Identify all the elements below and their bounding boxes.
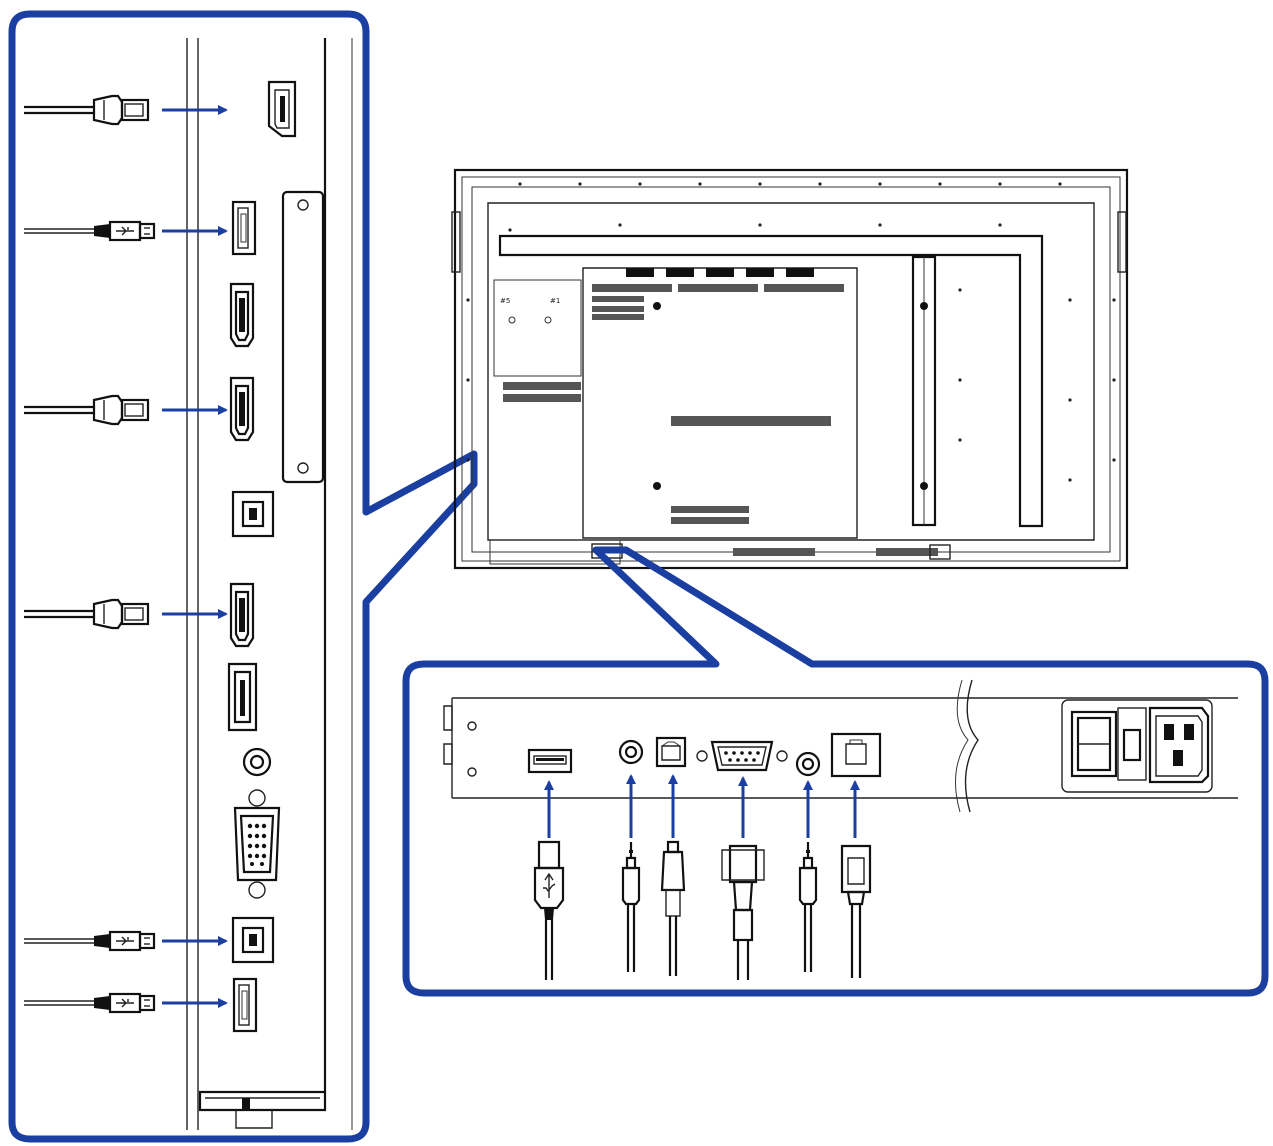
- usb-b-port-1: [231, 490, 275, 538]
- lan-cable: [840, 844, 872, 978]
- audio-jack-port-2: [795, 751, 821, 777]
- rj45-port: [830, 732, 882, 778]
- audio-cable-1: [621, 840, 641, 974]
- usb-cable-bottom: [533, 840, 565, 982]
- hdmi-port-2: [229, 282, 255, 348]
- connection-arrows-side: [162, 105, 228, 1008]
- bottom-callout-frame: [402, 546, 1269, 997]
- usb-a-port-bottom: [527, 748, 573, 774]
- audio-jack-port-1: [618, 739, 644, 765]
- displayport-port: [227, 662, 258, 732]
- optical-cable: [660, 840, 686, 976]
- ac-inlet: [1117, 706, 1210, 784]
- audio-cable-2: [798, 840, 818, 974]
- usb-b-port-2: [231, 916, 275, 964]
- usb-a-port-1: [231, 200, 257, 256]
- hdmi-port-4: [229, 582, 255, 648]
- hdmi-cable-1: [22, 94, 150, 126]
- toslink-port: [655, 736, 687, 768]
- usb-cable-3: [22, 992, 156, 1014]
- blank-slot-plate: [281, 190, 325, 484]
- connection-arrows-bottom: [544, 774, 860, 838]
- display-rear-view: #5 #1: [451, 168, 1129, 570]
- side-callout-frame: [8, 10, 478, 1143]
- hdmi-cable-2: [22, 394, 150, 426]
- power-switch: [1061, 699, 1213, 793]
- rs232-cable: [721, 844, 765, 980]
- audio-jack-port: [242, 747, 272, 777]
- hdmi-port-3: [229, 376, 255, 442]
- usb-cable-1: [22, 220, 156, 242]
- usb-a-port-2: [232, 977, 258, 1033]
- hdmi-cable-3: [22, 598, 150, 630]
- rear-label-5: #5: [500, 297, 510, 305]
- rear-label-1: #1: [550, 297, 560, 305]
- hdmi-port-1: [267, 80, 297, 138]
- bottom-connection-panel: [443, 679, 1238, 982]
- rs232-port: [696, 740, 788, 772]
- side-connection-panel: [22, 38, 353, 1130]
- usb-cable-2: [22, 930, 156, 952]
- vga-port: [233, 789, 281, 899]
